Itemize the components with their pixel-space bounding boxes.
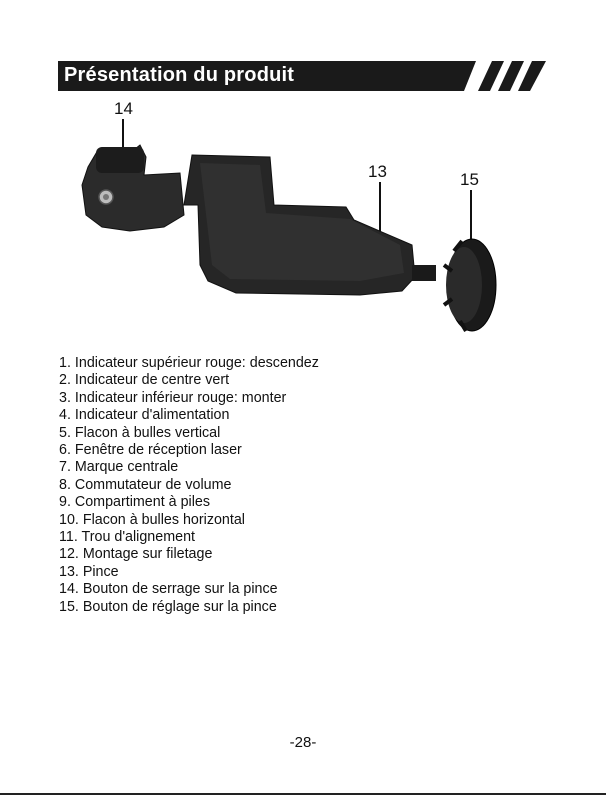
list-item: 5. Flacon à bulles vertical — [59, 424, 221, 441]
product-photo: 14 13 15 — [60, 95, 540, 350]
callout-14: 14 — [114, 99, 133, 118]
stripe-decoration — [478, 61, 504, 91]
list-item: 2. Indicateur de centre vert — [59, 372, 230, 389]
list-item: 1. Indicateur supérieur rouge: descendez — [59, 355, 319, 371]
stripe-decoration — [518, 61, 546, 91]
bottom-divider — [0, 793, 606, 795]
parts-list: 1. Indicateur supérieur rouge: descendez… — [59, 355, 319, 616]
list-item: 4. Indicateur d'alimentation — [59, 407, 230, 424]
clamp-knob-top — [96, 147, 144, 173]
list-item: 7. Marque centrale — [59, 459, 179, 476]
clamp-shaft — [412, 265, 436, 281]
list-item: 11. Trou d'alignement — [59, 529, 195, 546]
stripe-decoration — [498, 61, 524, 91]
list-item: 9. Compartiment à piles — [59, 494, 210, 511]
list-item: 3. Indicateur inférieur rouge: monter — [59, 389, 287, 406]
list-item: 12. Montage sur filetage — [59, 546, 213, 563]
list-item: 13. Pince — [59, 563, 119, 580]
banner-shape — [58, 61, 546, 91]
page-number: -28- — [289, 734, 317, 751]
section-banner: Présentation du produit — [58, 61, 546, 91]
list-item: 15. Bouton de réglage sur la pince — [59, 598, 277, 615]
list-item: 6. Fenêtre de réception laser — [59, 442, 242, 459]
clamp-body-inner — [200, 163, 404, 281]
callout-13: 13 — [368, 162, 387, 181]
callout-15: 15 — [460, 170, 479, 189]
list-item: 14. Bouton de serrage sur la pince — [59, 581, 278, 598]
clamp-illustration — [81, 119, 497, 333]
list-item: 8. Commutateur de volume — [59, 476, 232, 493]
list-item: 10. Flacon à bulles horizontal — [59, 511, 245, 528]
section-title: Présentation du produit — [64, 64, 295, 86]
